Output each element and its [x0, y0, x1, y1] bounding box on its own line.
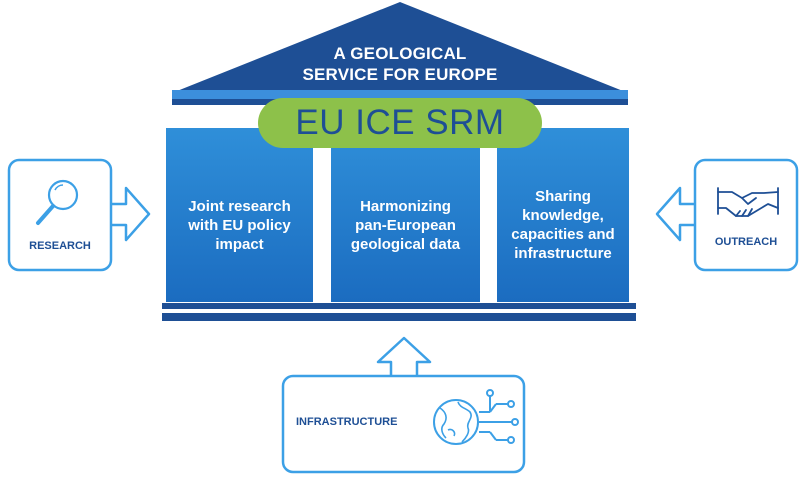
- globe-network-icon: [433, 389, 519, 445]
- outreach-arrow: [655, 186, 694, 242]
- pillar-research-text: Joint research with EU policy impact: [188, 197, 291, 253]
- roof-title-line1: A GEOLOGICAL: [333, 44, 467, 63]
- outreach-label: OUTREACH: [714, 236, 778, 248]
- pillar-data-text: Harmonizing pan-European geological data: [350, 197, 461, 253]
- pillar-research: Joint research with EU policy impact: [166, 128, 313, 302]
- research-label: RESEARCH: [29, 240, 91, 252]
- eu-ice-srm-badge: EU ICE SRM: [258, 98, 542, 148]
- outreach-box: [693, 158, 799, 272]
- pillar-sharing-text: Sharing knowledge, capacities and infras…: [511, 188, 615, 262]
- base-bar-bottom: [162, 313, 636, 321]
- infrastructure-arrow: [376, 336, 432, 375]
- infrastructure-label: INFRASTRUCTURE: [296, 416, 398, 428]
- handshake-icon: [717, 187, 779, 217]
- infrastructure-box: [281, 374, 526, 474]
- roof-beam: [172, 90, 628, 99]
- pillar-data: Harmonizing pan-European geological data: [331, 128, 480, 302]
- research-arrow: [112, 186, 151, 242]
- research-box: [7, 158, 113, 272]
- magnifier-icon: [36, 179, 79, 225]
- roof: [172, 2, 628, 93]
- roof-title-line2: SERVICE FOR EUROPE: [302, 65, 498, 84]
- pillar-sharing: Sharing knowledge, capacities and infras…: [497, 128, 629, 302]
- base-bar-top: [162, 303, 636, 309]
